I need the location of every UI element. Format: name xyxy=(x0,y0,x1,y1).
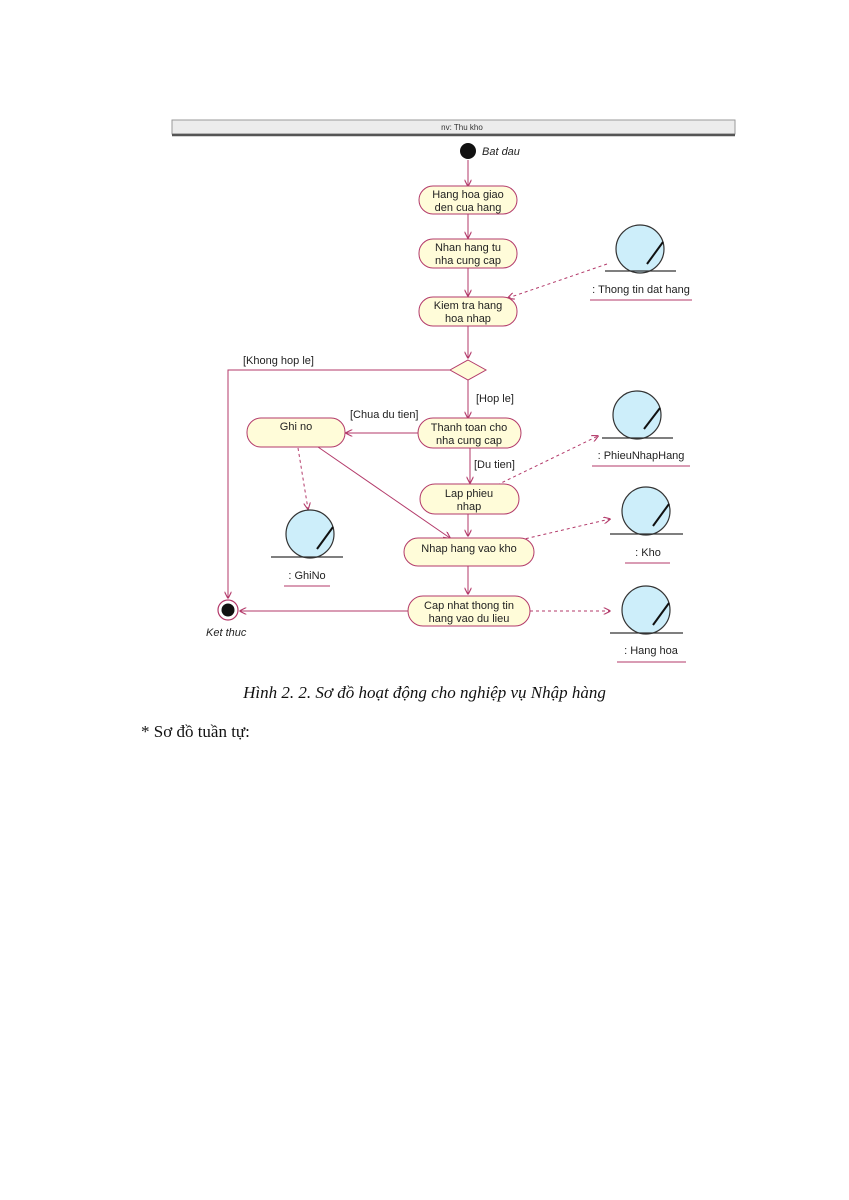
guard-invalid: [Khong hop le] xyxy=(243,355,314,367)
activity-ghi-no: Ghi no xyxy=(246,417,346,448)
activity-line: Thanh toan cho xyxy=(431,422,507,434)
activity-hang-hoa-giao: Hang hoa giao den cua hang xyxy=(418,185,518,215)
object-phieu-nhap-hang: : PhieuNhapHang xyxy=(592,390,690,467)
object-label: : PhieuNhapHang xyxy=(598,450,685,462)
guard-not-enough: [Chua du tien] xyxy=(350,409,419,421)
activity-line: Ghi no xyxy=(280,421,312,433)
activity-nhan-hang: Nhan hang tu nha cung cap xyxy=(418,238,518,269)
activity-line: Nhap hang vao kho xyxy=(421,543,516,555)
activity-line: den cua hang xyxy=(435,202,502,214)
control-flows xyxy=(228,160,470,611)
decision-node xyxy=(448,359,488,381)
object-hang-hoa: : Hang hoa xyxy=(610,585,686,663)
activity-cap-nhat: Cap nhat thong tin hang vao du lieu xyxy=(407,595,531,627)
activity-line: Nhan hang tu xyxy=(435,242,501,254)
object-label: : Kho xyxy=(635,547,661,559)
activity-line: hoa nhap xyxy=(445,313,491,325)
swimlane-title: nv: Thu kho xyxy=(441,123,483,132)
activity-kiem-tra: Kiem tra hang hoa nhap xyxy=(418,296,518,327)
end-label: Ket thuc xyxy=(206,627,247,639)
object-flows xyxy=(297,263,610,611)
swimlane-header: nv: Thu kho xyxy=(171,119,736,137)
flow-a5-to-a7 xyxy=(317,446,450,538)
section-bullet: * Sơ đồ tuần tự: xyxy=(141,722,250,741)
end-node: Ket thuc xyxy=(206,599,247,639)
objflow-a7-to-kho xyxy=(519,519,610,541)
activity-line: Hang hoa giao xyxy=(432,189,504,201)
object-label: : GhiNo xyxy=(288,570,325,582)
activity-line: nha cung cap xyxy=(436,435,502,447)
objflow-a5-to-ghino xyxy=(297,447,308,509)
activity-line: nhap xyxy=(457,501,481,513)
object-label: : Thong tin dat hang xyxy=(592,284,690,296)
activity-line: Lap phieu xyxy=(445,488,493,500)
activity-line: nha cung cap xyxy=(435,255,501,267)
activity-line: Cap nhat thong tin xyxy=(424,600,514,612)
start-node: Bat dau xyxy=(460,143,520,159)
activity-lap-phieu: Lap phieu nhap xyxy=(419,483,520,515)
object-kho: : Kho xyxy=(610,486,683,564)
object-label: : Hang hoa xyxy=(624,645,679,657)
guard-valid: [Hop le] xyxy=(476,393,514,405)
start-label: Bat dau xyxy=(482,146,520,158)
guard-enough: [Du tien] xyxy=(474,459,515,471)
figure-caption: Hình 2. 2. Sơ đồ hoạt động cho nghiệp vụ… xyxy=(243,683,606,702)
activity-thanh-toan: Thanh toan cho nha cung cap xyxy=(417,417,522,449)
activity-diagram: nv: Thu kho Bat dau Ket thuc xyxy=(171,119,736,663)
activity-line: hang vao du lieu xyxy=(429,613,510,625)
activity-nhap-hang: Nhap hang vao kho xyxy=(403,537,535,567)
flow-decision-to-end xyxy=(228,369,450,598)
activity-line: Kiem tra hang xyxy=(434,300,502,312)
object-thong-tin-dat-hang: : Thong tin dat hang xyxy=(590,224,692,301)
objflow-a6-to-phieunhap xyxy=(496,436,598,486)
object-ghi-no: : GhiNo xyxy=(271,509,343,587)
